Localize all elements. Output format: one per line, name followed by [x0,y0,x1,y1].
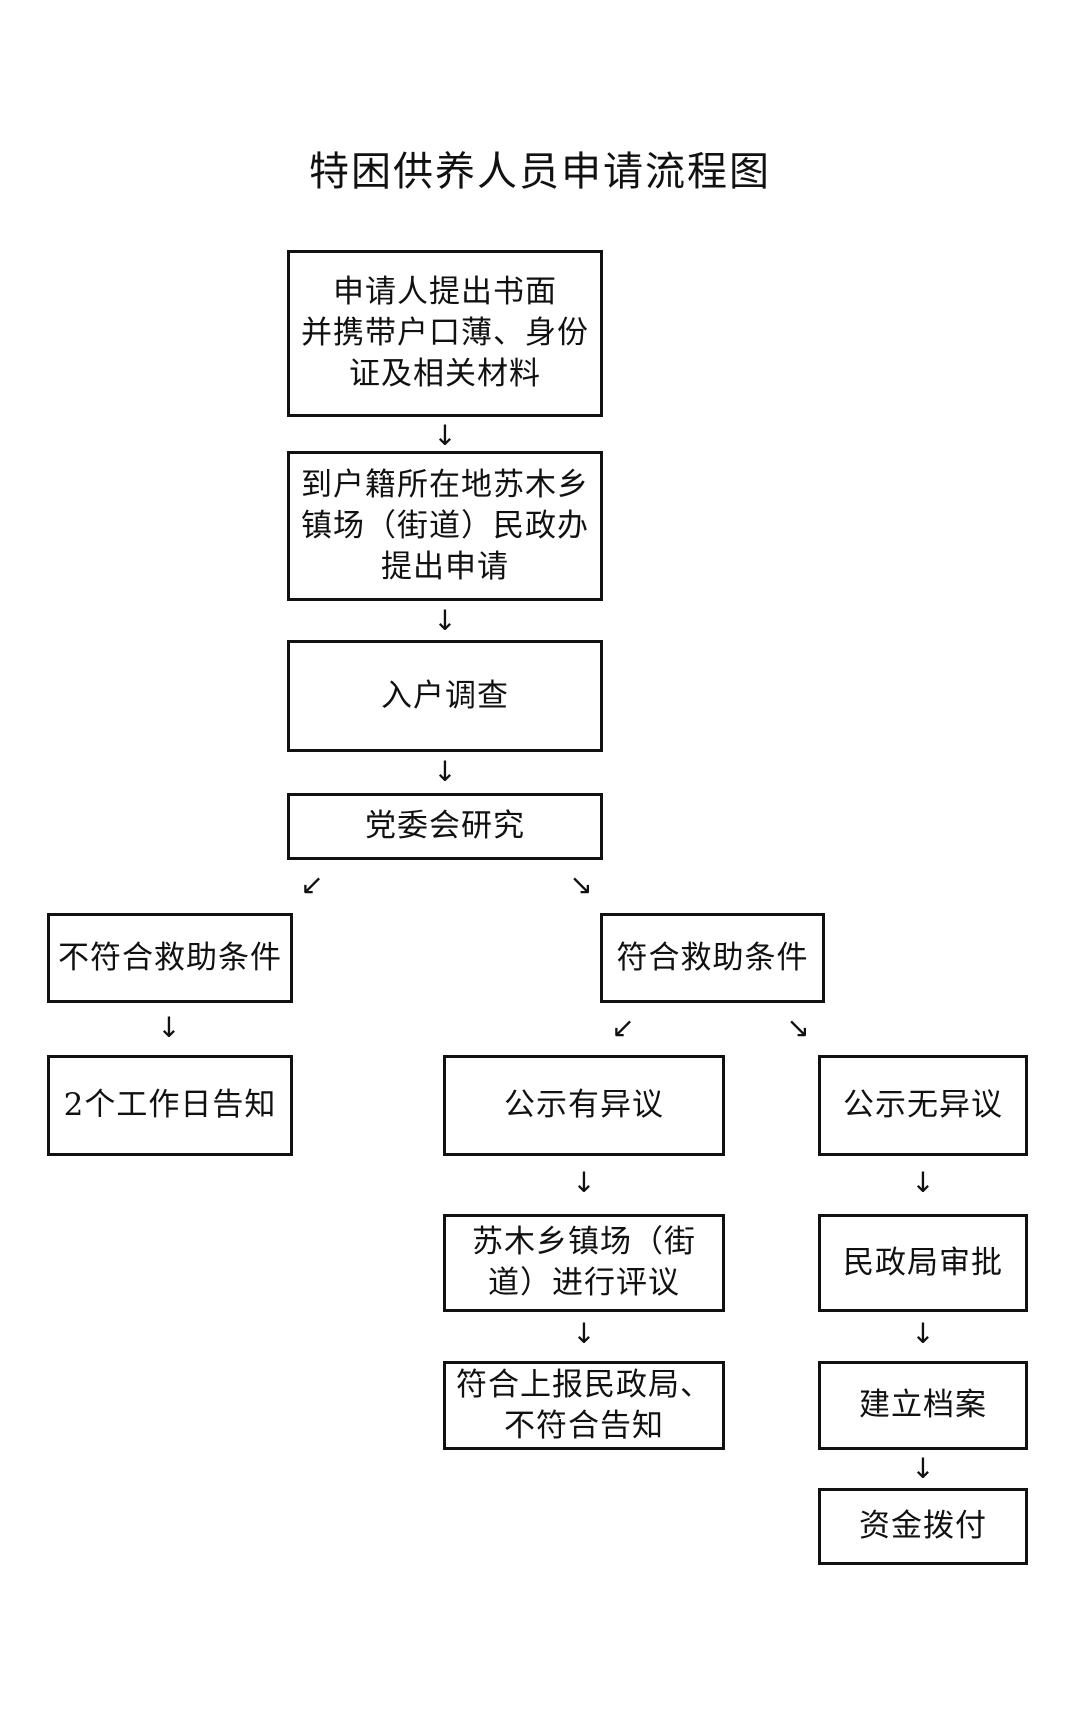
arrow-down-icon: ↓ [911,1452,935,1485]
arrow-down-icon: ↓ [433,604,457,637]
node-apply: 申请人提出书面 并携带户口薄、身份 证及相关材料 [287,250,603,417]
node-party-label: 党委会研究 [365,808,525,844]
node-notify-label: 2个工作日告知 [63,1087,277,1123]
node-apply-label: 申请人提出书面 并携带户口薄、身份 证及相关材料 [301,274,589,392]
node-not-eligible: 不符合救助条件 [47,913,293,1003]
node-party-committee: 党委会研究 [287,793,603,860]
node-survey-label: 入户调查 [381,677,509,714]
node-review-label: 苏木乡镇场（街 道）进行评议 [472,1224,696,1301]
node-build-archive: 建立档案 [818,1361,1028,1450]
node-report-label: 符合上报民政局、 不符合告知 [456,1366,712,1444]
node-not-eligible-label: 不符合救助条件 [58,939,282,976]
node-objection-label: 公示有异议 [504,1087,664,1123]
node-notify-two-days: 2个工作日告知 [47,1055,293,1156]
node-funds-label: 资金拨付 [859,1508,987,1544]
arrow-down-icon: ↓ [911,1317,935,1350]
chart-title: 特困供养人员申请流程图 [309,149,771,195]
arrow-down-icon: ↓ [433,755,457,788]
node-fund-disbursement: 资金拨付 [818,1488,1028,1565]
arrow-down-icon: ↓ [911,1166,935,1199]
arrow-down-left-icon: ↙ [611,1011,635,1044]
node-publicity-no-objection: 公示无异议 [818,1055,1028,1156]
arrow-down-right-icon: ↘ [569,868,593,901]
node-publicity-objection: 公示有异议 [443,1055,725,1156]
node-no-objection-label: 公示无异议 [843,1087,1003,1123]
arrow-down-left-icon: ↙ [300,868,324,901]
node-civil-affairs-approval: 民政局审批 [818,1214,1028,1312]
arrow-down-icon: ↓ [433,419,457,452]
node-eligible-label: 符合救助条件 [616,939,809,976]
node-eligible: 符合救助条件 [600,913,825,1003]
node-submit-application: 到户籍所在地苏木乡 镇场（街道）民政办 提出申请 [287,451,603,601]
node-report-or-notify: 符合上报民政局、 不符合告知 [443,1361,725,1450]
arrow-down-icon: ↓ [157,1011,181,1044]
arrow-down-icon: ↓ [572,1166,596,1199]
node-approve-label: 民政局审批 [843,1244,1003,1281]
arrow-down-right-icon: ↘ [786,1011,810,1044]
node-archive-label: 建立档案 [859,1387,987,1423]
node-home-survey: 入户调查 [287,640,603,752]
node-township-review: 苏木乡镇场（街 道）进行评议 [443,1214,725,1312]
arrow-down-icon: ↓ [572,1317,596,1350]
node-submit-label: 到户籍所在地苏木乡 镇场（街道）民政办 提出申请 [301,466,589,585]
